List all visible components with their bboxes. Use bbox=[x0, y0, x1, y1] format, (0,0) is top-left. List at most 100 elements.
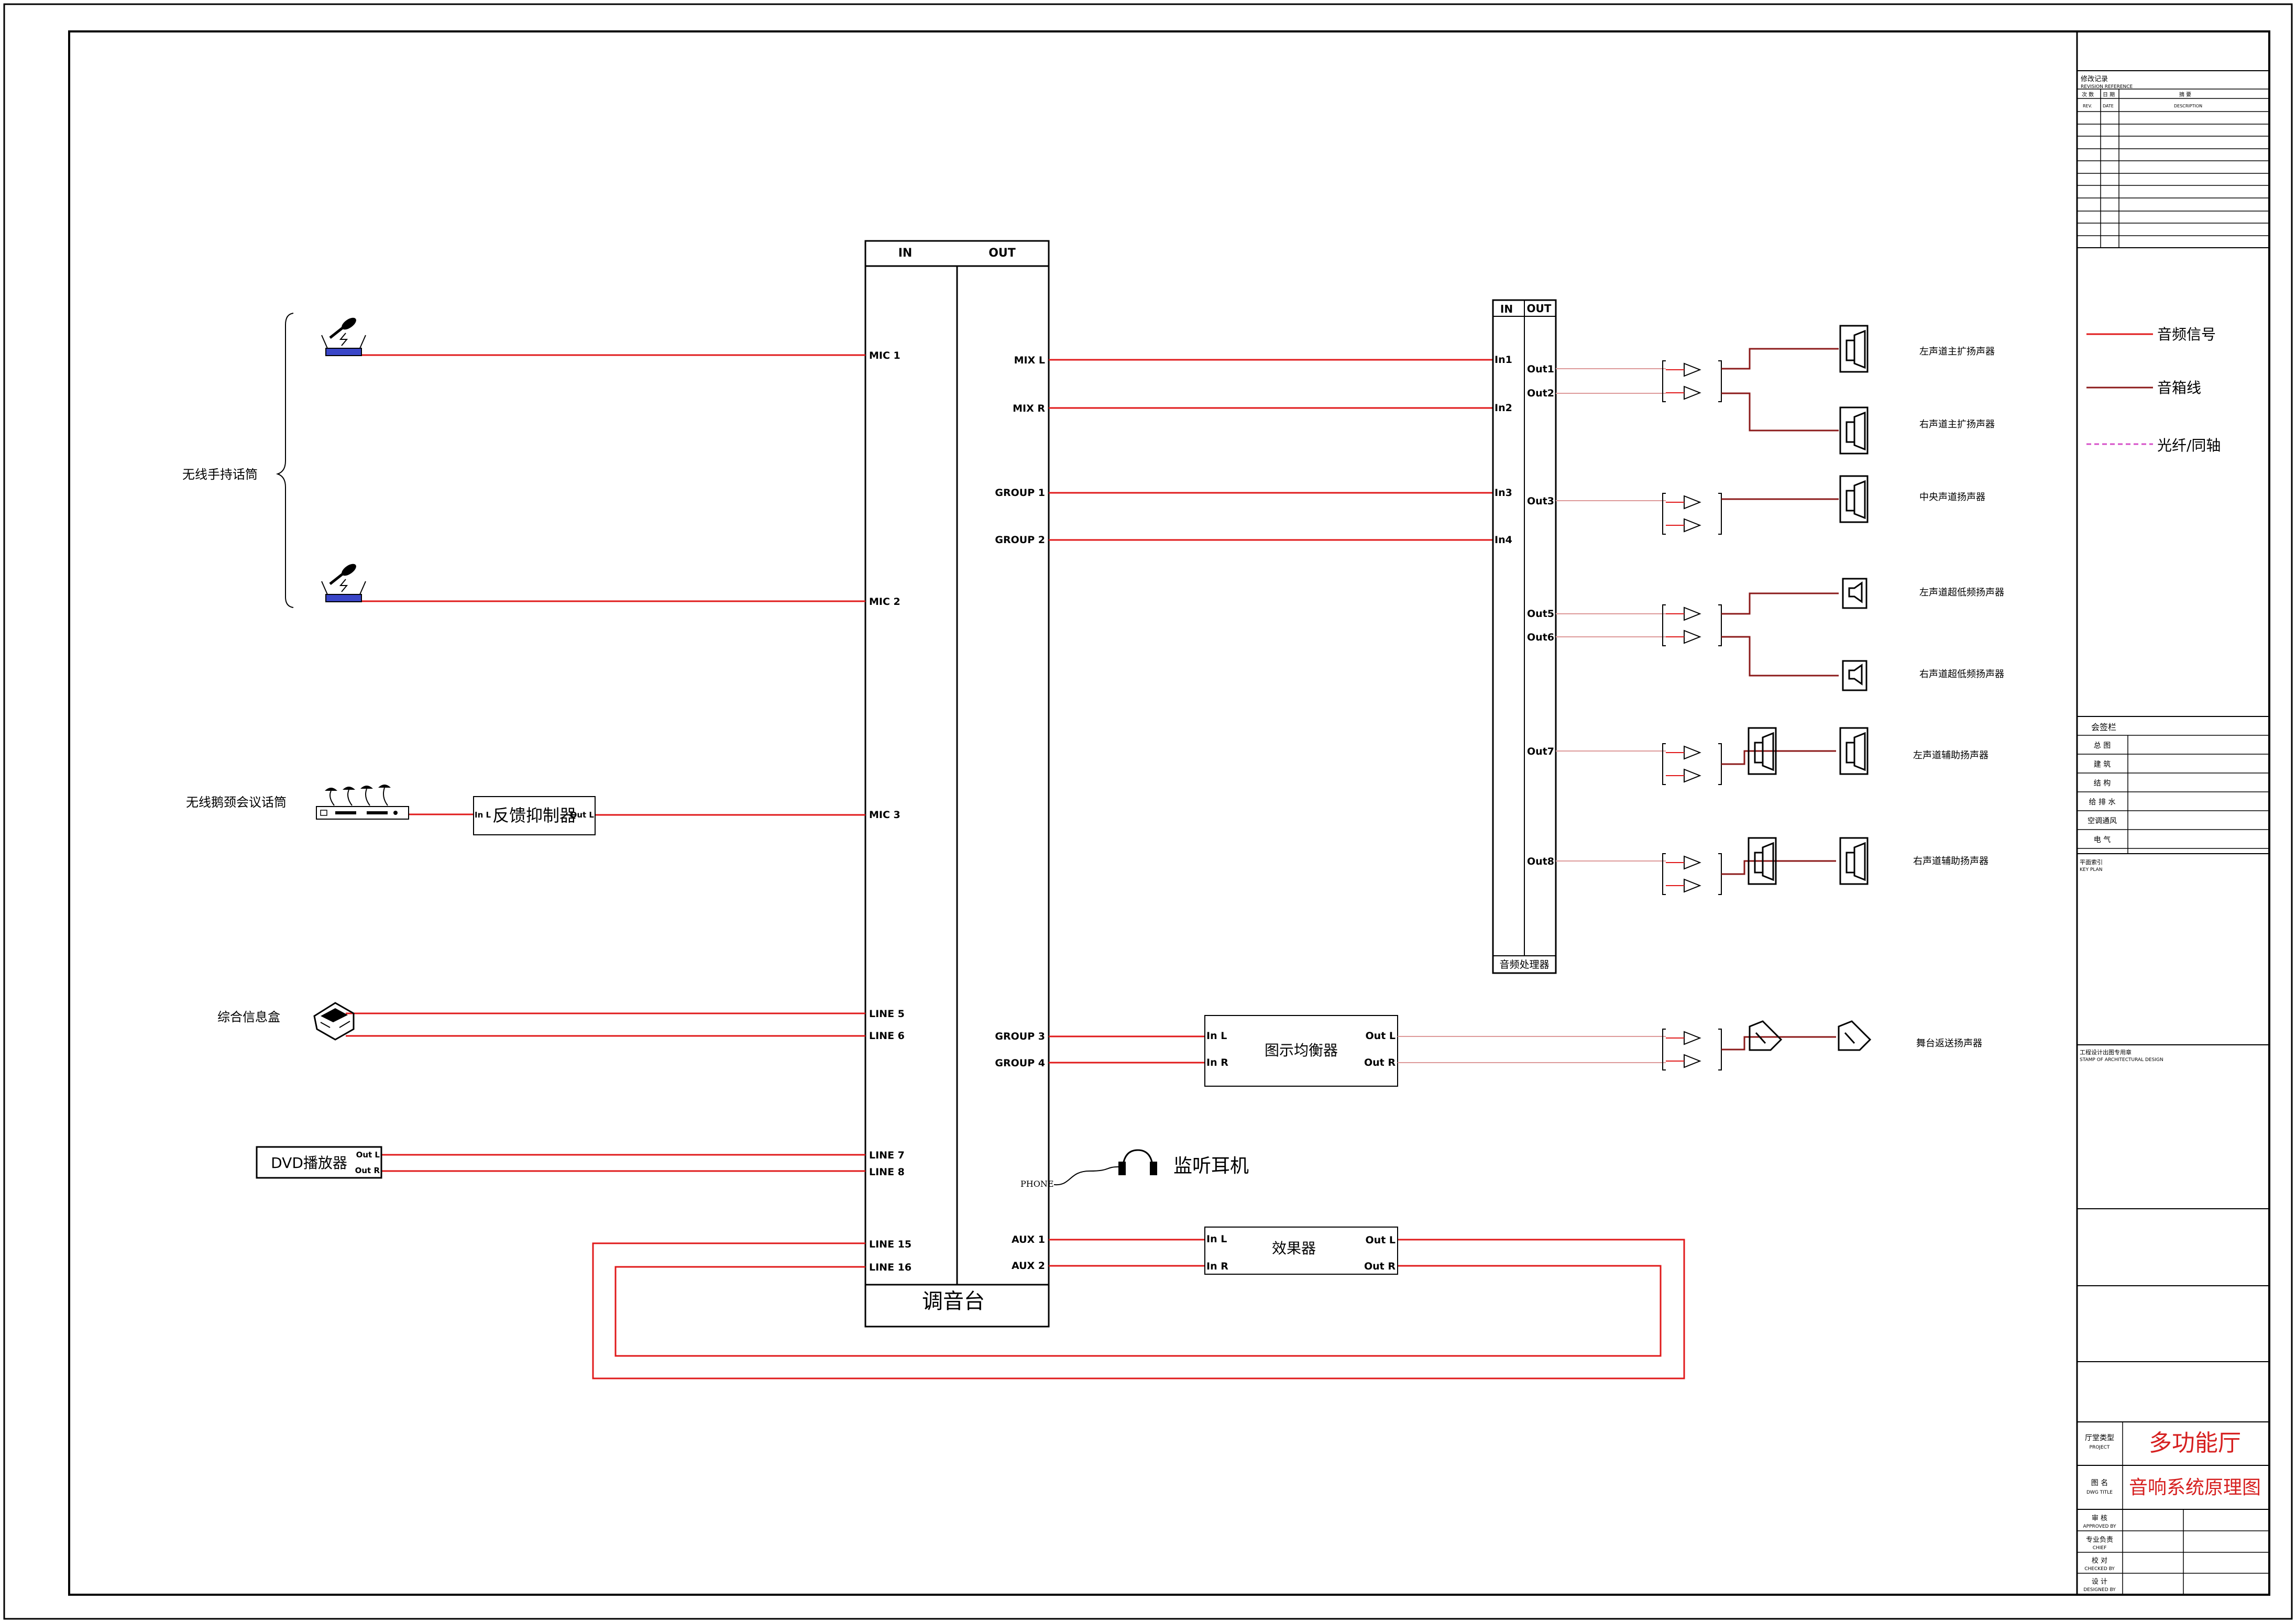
tb-role-2-en: CHECKED BY bbox=[2084, 1566, 2115, 1572]
tb-sign-row-4: 空调通风 bbox=[2088, 817, 2117, 825]
port-line5: LINE 5 bbox=[869, 1008, 905, 1020]
port-mixr: MIX R bbox=[1013, 403, 1045, 414]
dvd-player: DVD播放器 Out L Out R bbox=[256, 1146, 382, 1179]
port-group4: GROUP 4 bbox=[995, 1057, 1045, 1069]
wireless-mic-bracket: 无线手持话筒 bbox=[182, 313, 294, 608]
tb-role-2: 校 对 bbox=[2092, 1556, 2107, 1565]
eq-out-l: Out L bbox=[1366, 1030, 1396, 1042]
feedback-out-label: Out L bbox=[570, 810, 595, 820]
eq-in-r: In R bbox=[1206, 1057, 1228, 1068]
port-line7: LINE 7 bbox=[869, 1150, 905, 1161]
proc-out2: Out2 bbox=[1527, 388, 1554, 399]
speaker-main-left-icon bbox=[1839, 325, 1869, 373]
mixer-header-out: OUT bbox=[988, 247, 1016, 260]
port-mixl: MIX L bbox=[1014, 355, 1045, 366]
port-mic2: MIC 2 bbox=[869, 596, 900, 608]
tb-role-0: 审 核 bbox=[2092, 1515, 2107, 1522]
proc-out3: Out3 bbox=[1527, 495, 1554, 507]
outer-border bbox=[3, 3, 2293, 1620]
legend-audio: 音频信号 bbox=[2157, 326, 2216, 343]
port-line16: LINE 16 bbox=[869, 1262, 911, 1273]
tb-col-date-en: DATE bbox=[2103, 104, 2114, 108]
port-line15: LINE 15 bbox=[869, 1239, 911, 1250]
dvd-out-r: Out R bbox=[355, 1166, 380, 1175]
tb-project-label-en: PROJECT bbox=[2090, 1445, 2110, 1450]
amp-6 bbox=[1662, 1029, 1722, 1070]
title-block bbox=[2076, 31, 2269, 1595]
audio-signal-wires bbox=[346, 354, 1685, 1379]
headphone-label: 监听耳机 bbox=[1173, 1155, 1249, 1177]
proc-out5: Out5 bbox=[1527, 608, 1554, 620]
amp-2 bbox=[1662, 493, 1722, 535]
tb-title-label-en: DWG TITLE bbox=[2086, 1490, 2113, 1495]
tb-col-desc: 摘 要 bbox=[2179, 91, 2191, 98]
port-aux2: AUX 2 bbox=[1012, 1260, 1045, 1272]
proc-name: 音频处理器 bbox=[1499, 959, 1549, 970]
feedback-name: 反馈抑制器 bbox=[492, 805, 576, 825]
speaker-label-center: 中央声道扬声器 bbox=[1919, 492, 1985, 503]
tb-stamp-en: STAMP OF ARCHITECTURAL DESIGN bbox=[2080, 1057, 2163, 1063]
tb-stamp: 工程设计出图专用章 bbox=[2080, 1048, 2132, 1056]
tb-role-1: 专业负责 bbox=[2086, 1536, 2113, 1544]
wire-legend: 音频信号 音箱线 光纤/同轴 bbox=[2086, 326, 2221, 454]
info-box-icon bbox=[313, 1002, 355, 1041]
tb-sign-row-1: 建 筑 bbox=[2094, 760, 2111, 769]
proc-out8: Out8 bbox=[1527, 856, 1554, 867]
amp-5 bbox=[1662, 853, 1722, 895]
port-line6: LINE 6 bbox=[869, 1030, 905, 1042]
amp-1 bbox=[1662, 360, 1722, 402]
title-block-text: 修改记录 REVISION REFERENCE 次 数 日 期 摘 要 REV.… bbox=[2080, 75, 2261, 1593]
speaker-label-fill-left: 左声道辅助扬声器 bbox=[1913, 750, 1989, 761]
fill-speaker-right-b-icon bbox=[1839, 837, 1869, 885]
subwoofer-left-icon bbox=[1842, 578, 1867, 609]
mixer-name: 调音台 bbox=[922, 1289, 985, 1313]
tb-title-label: 图 名 bbox=[2091, 1479, 2108, 1487]
port-group1: GROUP 1 bbox=[995, 487, 1045, 499]
port-mic3: MIC 3 bbox=[869, 809, 900, 821]
eq-in-l: In L bbox=[1206, 1030, 1227, 1042]
legend-fiber: 光纤/同轴 bbox=[2157, 437, 2221, 454]
port-phone: PHONE bbox=[1020, 1179, 1054, 1189]
tb-sign-row-3: 给 排 水 bbox=[2089, 798, 2116, 807]
port-line8: LINE 8 bbox=[869, 1166, 905, 1178]
monitor-headphone: 监听耳机 bbox=[1053, 1149, 1249, 1186]
eq-out-r: Out R bbox=[1364, 1057, 1396, 1068]
proc-in3: In3 bbox=[1495, 487, 1512, 499]
graphic-equalizer: In L In R 图示均衡器 Out L Out R bbox=[1204, 1015, 1398, 1087]
tb-role-0-en: APPROVED BY bbox=[2083, 1524, 2116, 1529]
speaker-label-main-left: 左声道主扩扬声器 bbox=[1919, 346, 1995, 357]
tb-role-3: 设 计 bbox=[2092, 1578, 2107, 1586]
headphone-icon bbox=[1122, 1149, 1154, 1173]
tb-title: 音响系统原理图 bbox=[2129, 1477, 2261, 1498]
fx-out-l: Out L bbox=[1366, 1234, 1396, 1246]
effects-processor: In L In R 效果器 Out L Out R bbox=[1204, 1227, 1398, 1275]
wireless-handheld-mic-1-icon bbox=[321, 317, 366, 356]
info-box-label: 综合信息盒 bbox=[217, 1010, 280, 1024]
proc-in4: In4 bbox=[1495, 534, 1512, 546]
mixer-input-labels: MIC 1 MIC 2 MIC 3 LINE 5 LINE 6 LINE 7 L… bbox=[869, 350, 911, 1273]
power-amplifiers bbox=[1662, 360, 1722, 1070]
port-mic1: MIC 1 bbox=[869, 350, 900, 361]
feedback-in-label: In L bbox=[475, 810, 491, 820]
tb-sign-row-0: 总 图 bbox=[2094, 742, 2111, 750]
tb-sign-row-5: 电 气 bbox=[2094, 836, 2111, 844]
fx-in-l: In L bbox=[1206, 1233, 1227, 1245]
tb-col-date: 日 期 bbox=[2103, 92, 2115, 98]
speaker-icons bbox=[1748, 325, 1872, 1051]
processor-output-wires bbox=[1398, 368, 1666, 1063]
fx-in-r: In R bbox=[1206, 1261, 1228, 1272]
stage-monitor-a-icon bbox=[1749, 1020, 1783, 1051]
tb-project: 多功能厅 bbox=[2149, 1430, 2241, 1456]
audio-processor: IN OUT 音频处理器 In1 In2 In3 In4 Out1 Out2 O… bbox=[1492, 299, 1557, 974]
fx-out-r: Out R bbox=[1364, 1261, 1396, 1272]
dvd-name: DVD播放器 bbox=[271, 1154, 347, 1172]
tb-revision-en: REVISION REFERENCE bbox=[2081, 84, 2133, 90]
speaker-center-icon bbox=[1839, 475, 1869, 523]
drawing-frame bbox=[68, 30, 2270, 1596]
proc-out6: Out6 bbox=[1527, 632, 1554, 643]
port-group3: GROUP 3 bbox=[995, 1031, 1045, 1042]
stage-monitor-b-icon bbox=[1838, 1020, 1872, 1051]
tb-revision: 修改记录 bbox=[2081, 75, 2108, 83]
conference-mic-label: 无线鹅颈会议话筒 bbox=[186, 795, 287, 810]
feedback-suppressor: In L 反馈抑制器 Out L bbox=[473, 796, 596, 835]
